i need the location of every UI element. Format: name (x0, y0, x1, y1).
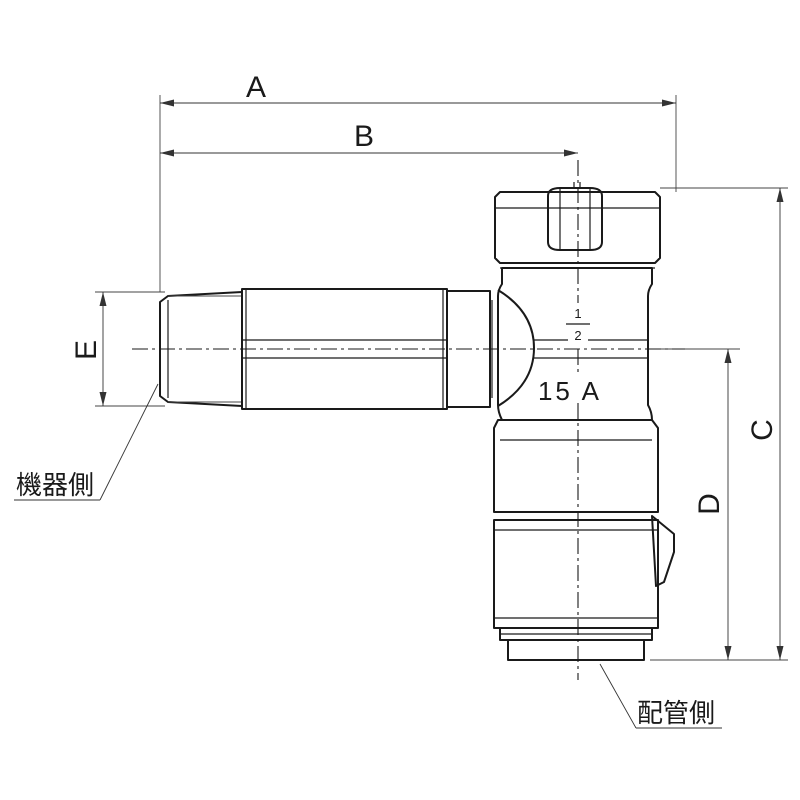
callout-label-piping-side: 配管側 (637, 699, 715, 729)
dimension-label-b: B (354, 120, 374, 153)
release-tab (651, 515, 675, 587)
dimension-b: B (160, 120, 578, 157)
callout-equipment-side: 機器側 (14, 383, 159, 501)
elbow-bulge (497, 289, 535, 407)
dimension-label-a: A (246, 71, 266, 104)
dimension-label-e: E (70, 340, 103, 360)
callout-label-equipment-side: 機器側 (16, 471, 94, 501)
cap-plug (547, 187, 603, 251)
callout-piping-side: 配管側 (599, 663, 722, 729)
pipe-socket (507, 639, 645, 661)
dimension-d: D (660, 348, 740, 660)
dimension-c: C (650, 187, 788, 661)
vertical-body (493, 182, 675, 661)
nominal-size-label: 15 A (538, 376, 602, 406)
clamp-sleeve (493, 519, 659, 629)
top-cap (494, 191, 661, 264)
center-lines (132, 160, 685, 680)
dimension-label-d: D (693, 493, 726, 515)
fraction-denominator: 2 (574, 328, 581, 343)
dimension-e: E (70, 291, 165, 407)
body-markings: 1 2 15 A (536, 303, 608, 406)
dimension-label-c: C (746, 419, 779, 441)
fraction-numerator: 1 (574, 306, 581, 321)
dimension-a: A (159, 71, 677, 292)
body-lower (493, 419, 659, 513)
